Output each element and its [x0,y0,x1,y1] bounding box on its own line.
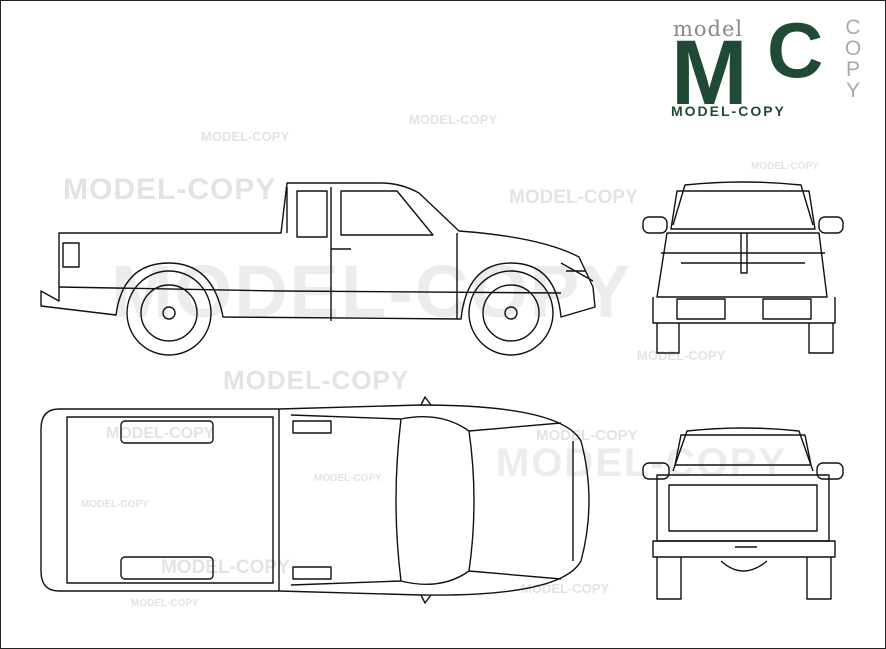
watermark: MODEL-COPY [314,473,382,484]
logo-m: M [671,22,748,124]
watermark: MODEL-COPY [751,161,819,172]
watermark: MODEL-COPY [81,499,149,510]
watermark: MODEL-COPY [509,187,638,208]
model-copy-logo: model M C COPY MODEL-COPY [669,6,869,124]
watermark: MODEL-COPY [131,598,199,609]
watermark-large: MODEL-COPY [496,441,788,485]
watermark: MODEL-COPY [409,112,498,127]
logo-c: C [767,6,824,94]
watermark: MODEL-COPY [63,173,277,206]
logo-vertical-text: COPY [844,16,862,102]
watermark: MODEL-COPY [106,425,215,442]
side-view [40,182,596,356]
logo-small-text: model [673,17,744,41]
front-view [642,181,844,354]
top-view [40,396,590,604]
watermark: MODEL-COPY [536,427,638,444]
logo-bottom-text: MODEL-COPY [671,103,786,119]
watermark: MODEL-COPY [223,365,410,395]
watermark: MODEL-COPY [161,557,290,578]
rear-view [642,427,844,600]
watermark: MODEL-COPY [201,129,290,144]
watermark: MODEL-COPY [637,348,726,363]
